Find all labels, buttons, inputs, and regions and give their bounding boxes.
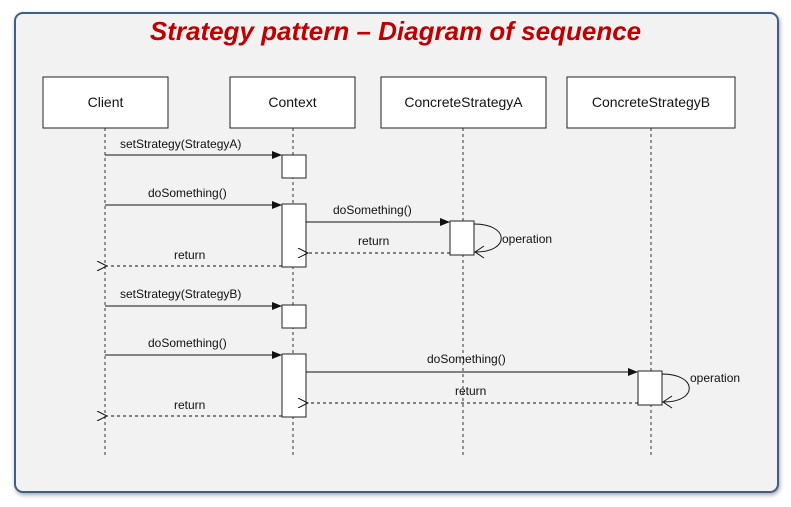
message-label: setStrategy(StrategyA) [120,137,241,151]
activation-bar [281,304,307,329]
activation-bar [281,154,307,179]
message-label: doSomething() [333,203,412,217]
message-label: operation [690,371,740,385]
message-label: operation [502,232,552,246]
message-label: doSomething() [148,186,227,200]
participant-label: ConcreteStrategyB [592,94,710,110]
participant-concrete-strategy-b: ConcreteStrategyB [566,76,736,129]
participant-client: Client [42,76,169,129]
participant-box [42,76,169,129]
participant-context: Context [229,76,356,129]
activation-bar [281,353,307,418]
activation-bar [449,220,475,256]
diagram-title: Strategy pattern – Diagram of sequence [149,16,642,46]
message-label: return [174,248,205,262]
message-label: doSomething() [427,352,506,366]
participant-label: Client [88,94,124,110]
message-label: return [358,234,389,248]
message-label: setStrategy(StrategyB) [120,287,241,301]
message-label: doSomething() [148,336,227,350]
participant-box [229,76,356,129]
self-call-arrow [473,223,502,253]
participant-concrete-strategy-a: ConcreteStrategyA [380,76,547,129]
message-label: return [455,384,486,398]
message-label: return [174,398,205,412]
activation-bar [281,203,307,268]
self-call-arrowhead [662,395,673,409]
self-call-arrowhead [474,245,485,259]
participant-label: ConcreteStrategyA [404,94,523,110]
participant-label: Context [268,94,316,110]
activation-bar [637,370,663,406]
self-call-arrow [661,373,690,403]
